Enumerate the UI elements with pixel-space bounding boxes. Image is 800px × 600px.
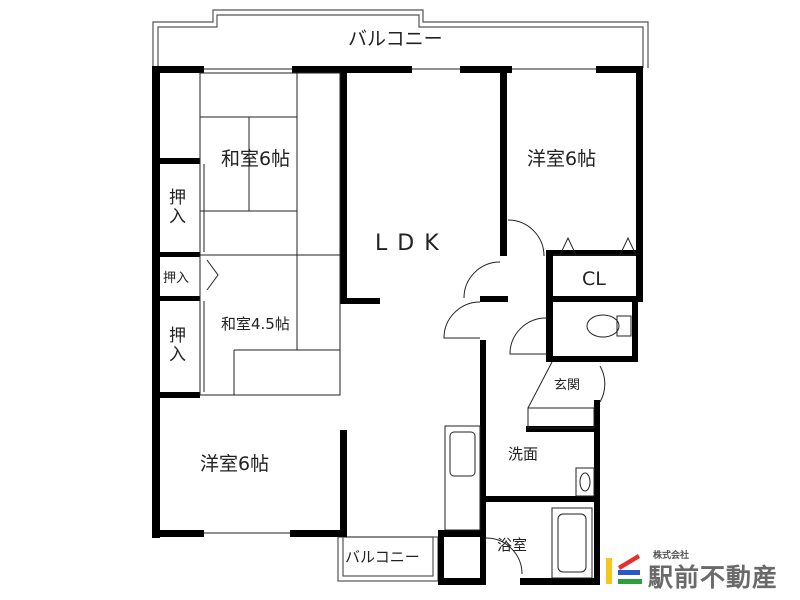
interior-lines	[199, 68, 637, 579]
balcony-top-label: バルコニー	[348, 28, 443, 50]
company-logo: 株式会社 駅前不動産	[606, 548, 796, 592]
room-label-oshiire-2: 押入	[163, 271, 190, 286]
balcony-top-outline	[152, 9, 649, 68]
walls	[152, 66, 643, 585]
room-label-washitsu-4-5: 和室4.5帖	[221, 315, 290, 333]
logo-mark-icon	[606, 554, 642, 584]
room-label-oshiire-1: 押入	[165, 188, 185, 226]
room-label-genkan: 玄関	[554, 378, 581, 393]
company-prefix: 株式会社	[653, 551, 690, 561]
room-label-yoshitsu-6-sw: 洋室6帖	[200, 453, 270, 475]
company-name: 駅前不動産	[648, 563, 779, 592]
room-label-senmen: 洗面	[508, 445, 539, 463]
balcony-bottom-label: バルコニー	[345, 548, 420, 566]
room-label-closet: CL	[582, 268, 606, 290]
room-label-washitsu-6: 和室6帖	[221, 148, 291, 170]
room-label-yokushitsu: 浴室	[497, 536, 528, 554]
room-label-ldk: LDK	[375, 231, 449, 256]
room-label-oshiire-3: 押入	[165, 326, 185, 364]
room-label-yoshitsu-6-ne: 洋室6帖	[527, 148, 597, 170]
